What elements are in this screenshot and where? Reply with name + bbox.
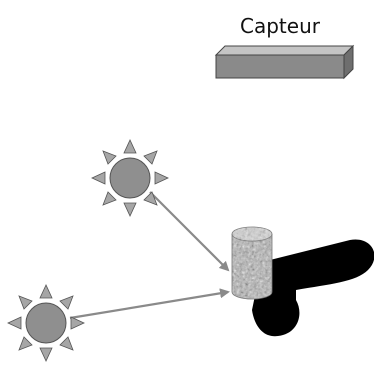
light-ray-arrow-upper [149,191,230,272]
sensor-box-icon [214,44,355,80]
textured-cylinder-icon [231,226,273,300]
shadow-shape [252,239,374,337]
sun-icon [7,284,85,362]
sensor-label: Capteur [240,14,320,38]
sun-icon [91,139,169,217]
light-ray-arrow-lower [69,288,230,320]
